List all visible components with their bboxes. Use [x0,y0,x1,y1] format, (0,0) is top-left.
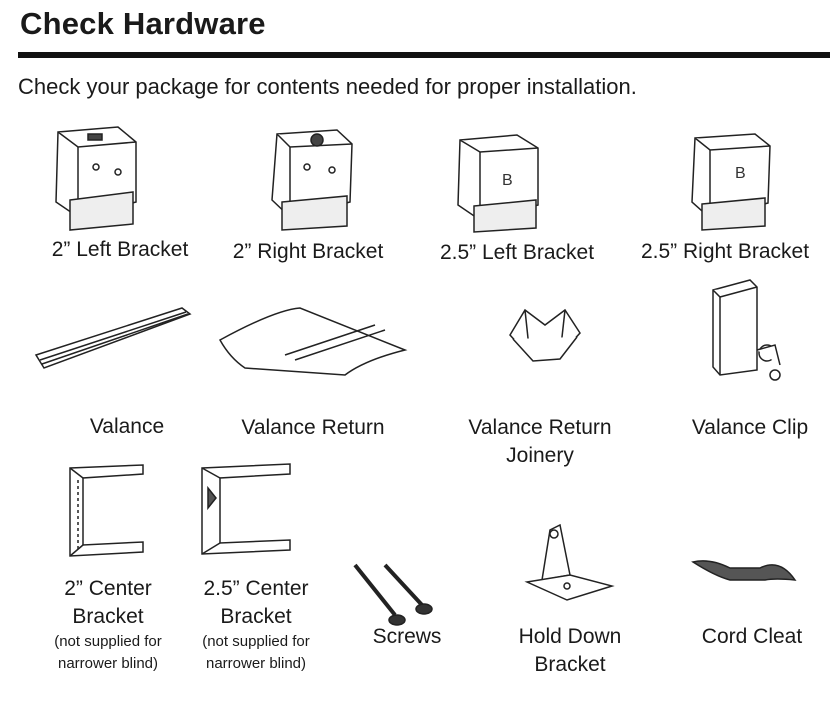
screws-icon [350,560,435,635]
item-label: Valance Clip [691,416,809,439]
item-label-line2: Bracket [534,653,606,676]
item-label-multiline: 2.5” Center Bracket (not supplied for na… [202,575,310,675]
page-subtitle: Check your package for contents needed f… [18,74,637,99]
item-label-line2: Joinery [506,444,574,467]
item-label-line2: Bracket [220,605,292,628]
item-label: 2.5” Right Bracket [640,240,810,263]
item-note: (not supplied for [54,633,162,650]
valance-icon [32,300,192,375]
valance-clip-icon [705,275,785,395]
title-divider [18,52,830,58]
svg-text:B: B [502,172,513,189]
svg-text:B: B [735,165,746,182]
left-bracket-icon [48,122,143,232]
item-label: Valance [89,415,165,438]
item-label: Hold Down [518,625,622,648]
center-bracket-icon [58,460,153,560]
item-note: narrower blind) [205,655,307,672]
right-bracket-icon [262,122,357,232]
item-label: 2” Center [64,577,152,600]
item-label: Valance Return [241,416,385,439]
item-note: narrower blind) [57,655,159,672]
item-label: Screws [372,625,442,648]
item-label-multiline: Valance Return Joinery [468,414,611,470]
joinery-icon [505,305,585,365]
left-bracket-icon: B [452,130,547,235]
page-title: Check Hardware [20,6,266,41]
item-label-multiline: Hold Down Bracket [519,623,622,679]
item-label: Valance Return [468,416,612,439]
item-label-line2: Bracket [72,605,144,628]
center-bracket-icon [190,458,300,558]
item-label: 2” Left Bracket [51,238,189,261]
cord-cleat-icon [690,550,800,600]
item-note: (not supplied for [202,633,310,650]
item-label: 2.5” Center [203,577,309,600]
item-label: 2.5” Left Bracket [439,241,595,264]
right-bracket-icon: B [680,128,775,233]
hold-down-bracket-icon [522,520,617,605]
item-label: 2” Right Bracket [232,240,384,263]
item-label: Cord Cleat [701,625,803,648]
valance-return-icon [215,300,410,380]
item-label-multiline: 2” Center Bracket (not supplied for narr… [54,575,162,675]
